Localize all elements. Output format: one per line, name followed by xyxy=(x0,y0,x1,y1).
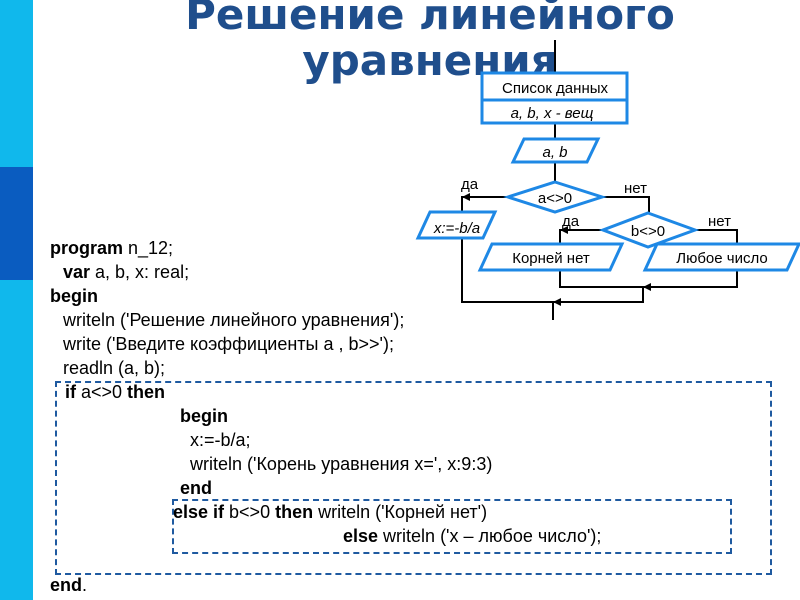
cond1-diamond xyxy=(503,180,607,214)
yes2-label: да xyxy=(562,213,580,230)
code-keyword: begin xyxy=(180,406,228,426)
code-line: var a, b, x: real; xyxy=(63,260,189,284)
code-line: write ('Введите коэффициенты a , b>>'); xyxy=(63,332,394,356)
code-text: readln (a, b); xyxy=(63,358,166,378)
if-block-outline xyxy=(55,381,772,575)
code-text: . xyxy=(82,575,88,595)
code-text: writeln ('x – любое число'); xyxy=(378,526,602,546)
code-keyword: if xyxy=(65,382,76,402)
code-line: end xyxy=(180,476,212,500)
code-line: writeln ('Решение линейного уравнения'); xyxy=(63,308,404,332)
cond2-label: b<>0 xyxy=(631,223,665,240)
code-text: a, b, x: real; xyxy=(90,262,190,282)
no2-label: нет xyxy=(708,213,731,230)
code-text: x:=-b/a; xyxy=(190,430,251,450)
code-line: begin xyxy=(50,284,98,308)
code-line: x:=-b/a; xyxy=(190,428,251,452)
input-label: a, b xyxy=(542,144,567,161)
code-text: writeln ('Корень уравнения x=', x:9:3) xyxy=(190,454,493,474)
code-keyword: var xyxy=(63,262,91,282)
assign-label: x:=-b/a xyxy=(433,220,480,237)
code-keyword: program xyxy=(50,238,124,258)
code-line: program n_12; xyxy=(50,236,173,260)
code-keyword: begin xyxy=(50,286,98,306)
cond2-diamond xyxy=(598,211,700,249)
code-line: writeln ('Корень уравнения x=', x:9:3) xyxy=(190,452,492,476)
output-no-roots xyxy=(477,242,625,272)
code-line: else if b<>0 then writeln ('Корней нет') xyxy=(173,500,487,524)
data-list-box xyxy=(480,71,629,125)
code-line: begin xyxy=(180,404,228,428)
code-keyword: then xyxy=(127,382,166,402)
code-text: n_12; xyxy=(123,238,174,258)
code-text: writeln ('Решение линейного уравнения'); xyxy=(63,310,405,330)
code-line: readln (a, b); xyxy=(63,356,165,380)
else-block-outline xyxy=(172,499,732,554)
data-list-title: Список данных xyxy=(502,80,609,97)
sidebar-stripe-mid xyxy=(0,167,33,280)
code-text: write ('Введите коэффициенты a , b>>'); xyxy=(63,334,394,354)
code-line: else writeln ('x – любое число'); xyxy=(343,524,601,548)
data-list-vars: a, b, x - вещ xyxy=(511,105,594,122)
assign-parallelogram xyxy=(415,210,498,240)
any-number-label: Любое число xyxy=(676,250,768,267)
code-keyword: else xyxy=(343,526,379,546)
code-keyword: else if xyxy=(173,502,225,522)
input-parallelogram xyxy=(510,137,601,164)
code-line: if a<>0 then xyxy=(65,380,165,404)
code-text: b<>0 xyxy=(224,502,276,522)
sidebar-stripe-top xyxy=(0,0,33,167)
cond1-label: a<>0 xyxy=(538,190,572,207)
output-any xyxy=(642,242,800,272)
no1-label: нет xyxy=(624,180,647,197)
code-text: a<>0 xyxy=(76,382,128,402)
code-keyword: end xyxy=(50,575,83,595)
code-text: writeln ('Корней нет') xyxy=(313,502,488,522)
code-line: end. xyxy=(50,573,87,597)
code-keyword: then xyxy=(275,502,314,522)
sidebar-stripe-bottom xyxy=(0,280,33,600)
yes1-label: да xyxy=(461,176,479,193)
no-roots-label: Корней нет xyxy=(512,250,590,267)
code-keyword: end xyxy=(180,478,213,498)
